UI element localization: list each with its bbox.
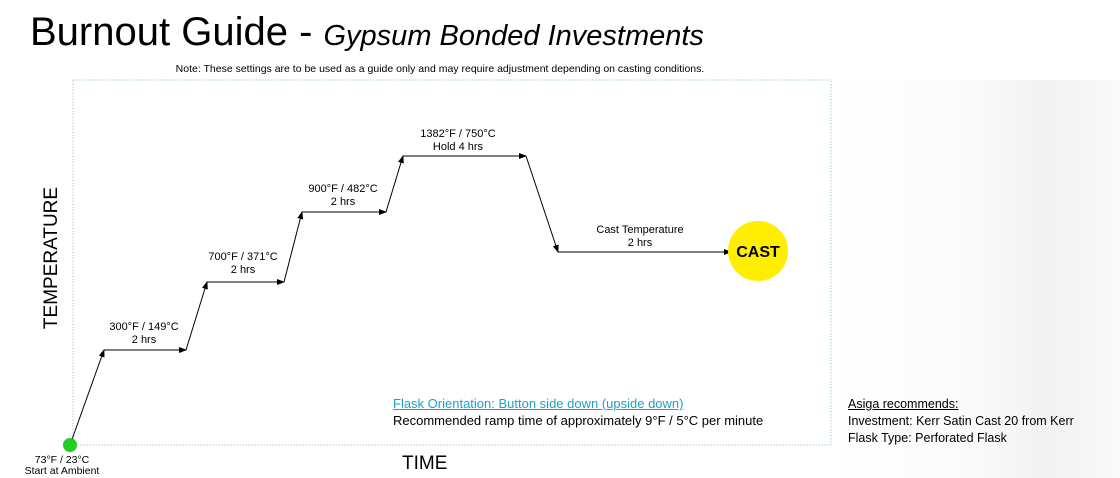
x-axis-label: TIME xyxy=(402,453,448,474)
diagram-frame xyxy=(72,79,832,446)
title-subtitle: Gypsum Bonded Investments xyxy=(323,20,704,52)
disclaimer-note: Note: These settings are to be used as a… xyxy=(175,63,705,75)
step-5-duration: 2 hrs xyxy=(628,237,653,249)
ramp-time-note: Recommended ramp time of approximately 9… xyxy=(393,413,764,428)
start-text: Start at Ambient xyxy=(24,465,100,477)
start-dot xyxy=(63,438,77,452)
segment-ramp-2 xyxy=(185,281,208,351)
step-1-temperature: 300°F / 149°C xyxy=(109,321,178,333)
segment-cooldown xyxy=(525,155,559,253)
step-2-duration: 2 hrs xyxy=(231,264,256,276)
title-main: Burnout Guide - xyxy=(30,10,324,54)
ramp-path xyxy=(69,153,732,446)
segment-ramp-4 xyxy=(385,155,404,213)
segment-ramp-3 xyxy=(283,211,304,283)
step-2-temperature: 700°F / 371°C xyxy=(208,251,277,263)
y-axis-label: TEMPERATURE xyxy=(41,186,62,330)
step-1-duration: 2 hrs xyxy=(132,334,157,346)
start-temperature: 73°F / 23°C xyxy=(34,454,90,466)
cast-dot xyxy=(728,221,788,281)
recommendations-box: Asiga recommends: Investment: Kerr Satin… xyxy=(848,396,1074,447)
cast-label: CAST xyxy=(736,244,780,261)
step-3-duration: 2 hrs xyxy=(331,196,356,208)
background-photo-area xyxy=(832,80,1120,478)
step-4-duration: Hold 4 hrs xyxy=(433,141,484,153)
segment-ramp-1 xyxy=(69,349,105,446)
flask-orientation-note: Flask Orientation: Button side down (ups… xyxy=(393,396,684,411)
recommended-investment: Investment: Kerr Satin Cast 20 from Kerr xyxy=(848,414,1074,428)
step-4-temperature: 1382°F / 750°C xyxy=(420,128,496,140)
recommended-flask-type: Flask Type: Perforated Flask xyxy=(848,431,1007,445)
page-title: Burnout Guide - Gypsum Bonded Investment… xyxy=(30,10,704,55)
start-label: 73°F / 23°C Start at Ambient xyxy=(14,455,110,477)
step-5-temperature: Cast Temperature xyxy=(596,224,683,236)
recommendations-heading: Asiga recommends: xyxy=(848,397,959,411)
step-3-temperature: 900°F / 482°C xyxy=(308,183,377,195)
